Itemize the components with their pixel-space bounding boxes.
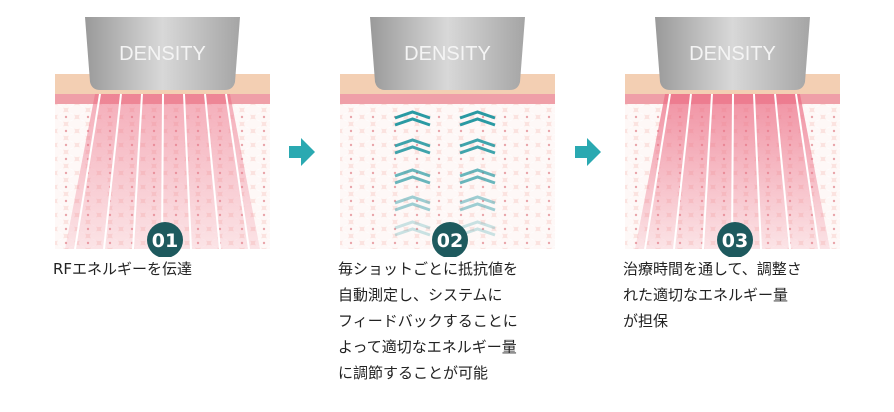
step-1: DENSITY 01 RFエネルギーを伝達 [53, 0, 270, 412]
chevron-wave-icon [394, 195, 431, 205]
rf-illustration: DENSITY 01 [55, 17, 270, 257]
rf-beam-line [103, 93, 122, 250]
chevron-wave-icon [459, 145, 496, 155]
rf-beam-line [774, 93, 791, 250]
desc-line: 毎ショットごとに抵抗値を [338, 260, 519, 278]
desc-line: フィードバックすることに [338, 312, 518, 330]
step-number: 01 [152, 230, 178, 252]
device-label: DENSITY [404, 43, 491, 65]
chevron-wave-icon [394, 227, 431, 237]
step-3: DENSITY 03 治療時間を通して、調整さ れた適切なエネルギー量 が担保 [623, 0, 840, 412]
desc-line: が担保 [623, 312, 669, 330]
chevron-wave-icon [459, 175, 496, 185]
chevron-wave-icon [394, 168, 431, 178]
chevron-wave-icon [459, 110, 496, 120]
chevron-wave-icon [459, 220, 496, 230]
rf-beam-line [225, 93, 250, 250]
step-number: 03 [722, 230, 748, 252]
device-head [655, 17, 810, 90]
chevron-wave-icon [459, 202, 496, 212]
desc-line: RFエネルギーを伝達 [53, 260, 193, 278]
desc-line: よって適切なエネルギー量 [338, 338, 517, 356]
chevron-wave-icon [394, 202, 431, 212]
desc-line: に調節することが可能 [338, 364, 489, 382]
device-label: DENSITY [119, 43, 206, 65]
desc-line: 治療時間を通して、調整さ [623, 260, 802, 278]
step-description: 治療時間を通して、調整さ れた適切なエネルギー量 が担保 [623, 256, 863, 334]
rf-beam-line [702, 93, 713, 250]
device-head [85, 17, 240, 90]
right-arrow-icon [573, 137, 603, 171]
measurement-illustration: DENSITY 02 [340, 17, 555, 257]
chevron-wave-icon [459, 117, 496, 127]
chevron-wave-icon [394, 145, 431, 155]
step-number-badge [147, 222, 183, 257]
dermis-band [340, 94, 555, 104]
chevron-wave-icon [394, 138, 431, 148]
step-number-badge [432, 222, 468, 257]
chevron-wave-icon [394, 220, 431, 230]
rf-beam-line [183, 93, 192, 250]
chevron-wave-icon [459, 195, 496, 205]
step-2: DENSITY 02 毎ショットごとに抵抗値を 自動測定し、システムに フィードバ… [338, 0, 555, 412]
chevron-wave-icon [394, 175, 431, 185]
chevron-wave-icon [394, 110, 431, 120]
rf-beam-line [74, 93, 101, 250]
step-description: RFエネルギーを伝達 [53, 256, 293, 282]
step-description: 毎ショットごとに抵抗値を 自動測定し、システムに フィードバックすることに よっ… [338, 256, 578, 386]
device-label: DENSITY [689, 43, 776, 65]
step-number-badge [717, 222, 753, 257]
device-head [370, 17, 525, 90]
rf-beam-line [644, 93, 671, 250]
desc-line: れた適切なエネルギー量 [623, 286, 789, 304]
chevron-wave-icon [394, 117, 431, 127]
step-number: 02 [437, 230, 463, 252]
desc-line: 自動測定し、システムに [338, 286, 503, 304]
chevron-wave-icon [459, 138, 496, 148]
rf-beam-line [132, 93, 143, 250]
rf-beam-line [673, 93, 692, 250]
chevron-wave-icon [459, 168, 496, 178]
rf-beam-line [795, 93, 820, 250]
right-arrow-icon [287, 137, 317, 171]
rf-beam-line [204, 93, 221, 250]
rf-illustration: DENSITY 03 [625, 17, 840, 257]
rf-beam-line [753, 93, 762, 250]
